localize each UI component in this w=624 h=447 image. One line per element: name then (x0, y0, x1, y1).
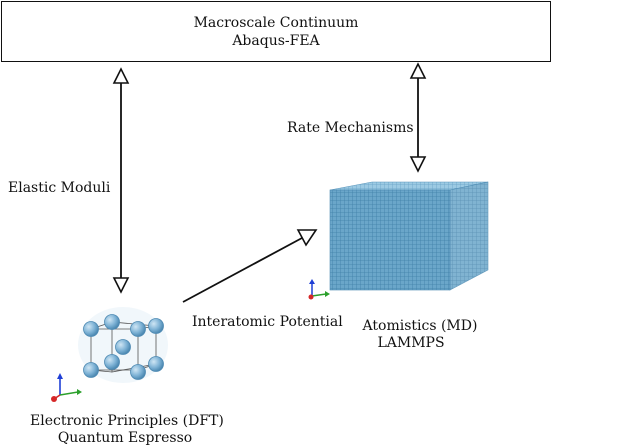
atomistics-software: LAMMPS (377, 335, 445, 351)
axis-triad-icon-dft (51, 373, 82, 402)
electronic-title: Electronic Principles (DFT) (30, 413, 224, 429)
bcc-unit-cell (78, 307, 168, 383)
macroscale-software: Abaqus-FEA (232, 33, 320, 49)
interatomic-potential-label: Interatomic Potential (192, 314, 343, 330)
md-cube (329, 181, 489, 291)
macroscale-title: Macroscale Continuum (193, 15, 359, 31)
elastic-moduli-label: Elastic Moduli (8, 180, 111, 196)
arrow-icon-interatomic (182, 229, 318, 303)
double-arrow-icon-right (409, 62, 427, 173)
rate-mechanisms-label: Rate Mechanisms (287, 120, 414, 136)
axis-triad-icon-md (308, 279, 330, 300)
macroscale-box: Macroscale Continuum Abaqus-FEA (1, 1, 551, 62)
electronic-label: Electronic Principles (DFT) Quantum Espr… (30, 413, 224, 447)
atomistics-label: Atomistics (MD) LAMMPS (360, 318, 480, 352)
atomistics-title: Atomistics (MD) (362, 318, 478, 334)
electronic-software: Quantum Espresso (57, 430, 193, 446)
double-arrow-icon-left (112, 67, 130, 294)
